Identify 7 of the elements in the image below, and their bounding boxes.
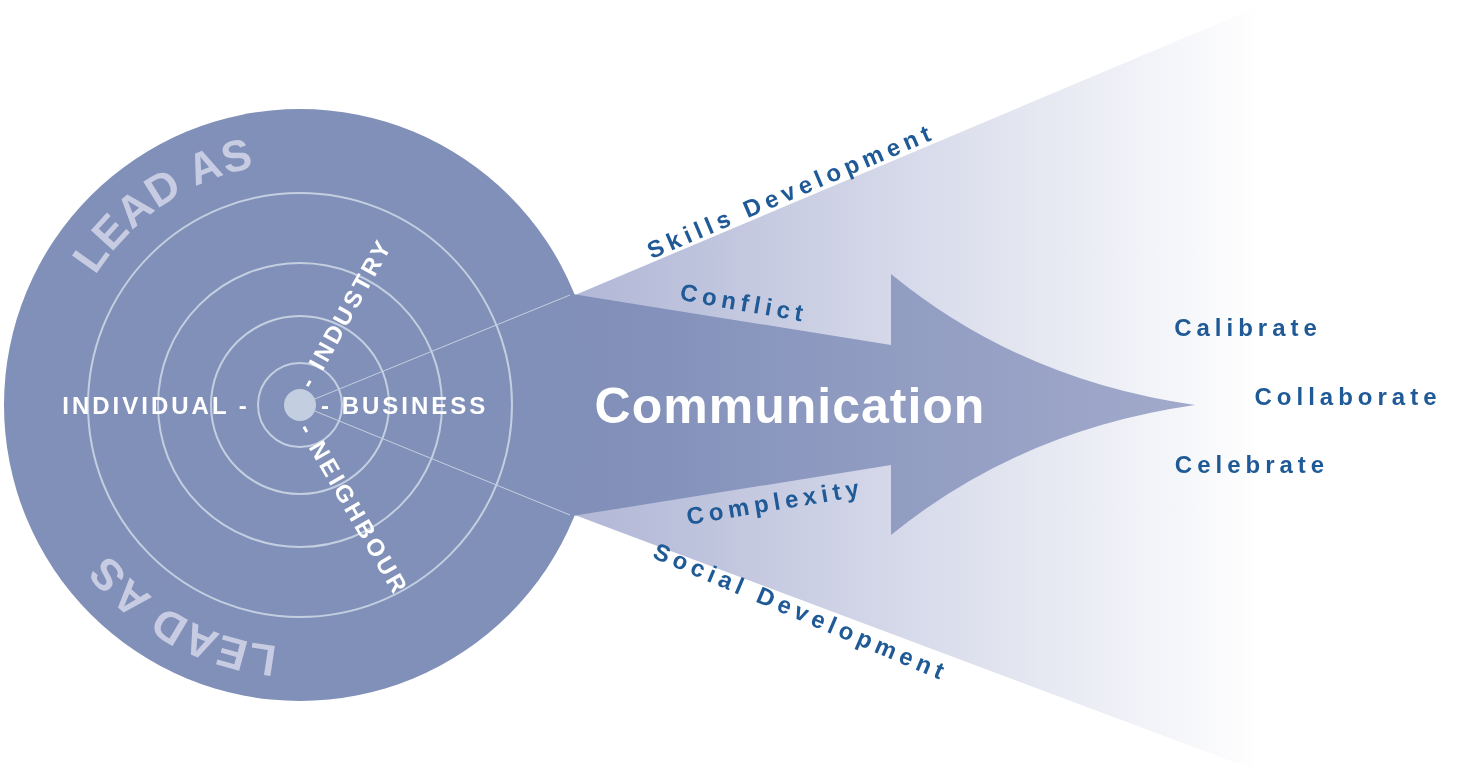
label-text: INDIVIDUAL - <box>62 392 250 420</box>
label-text: - BUSINESS <box>321 392 489 420</box>
label-text: Conflict <box>677 278 811 328</box>
label-text: Calibrate <box>1174 314 1322 342</box>
label-text: Celebrate <box>1174 451 1330 479</box>
label-text: Communication <box>594 378 986 436</box>
label-text: Collaborate <box>1254 383 1442 411</box>
